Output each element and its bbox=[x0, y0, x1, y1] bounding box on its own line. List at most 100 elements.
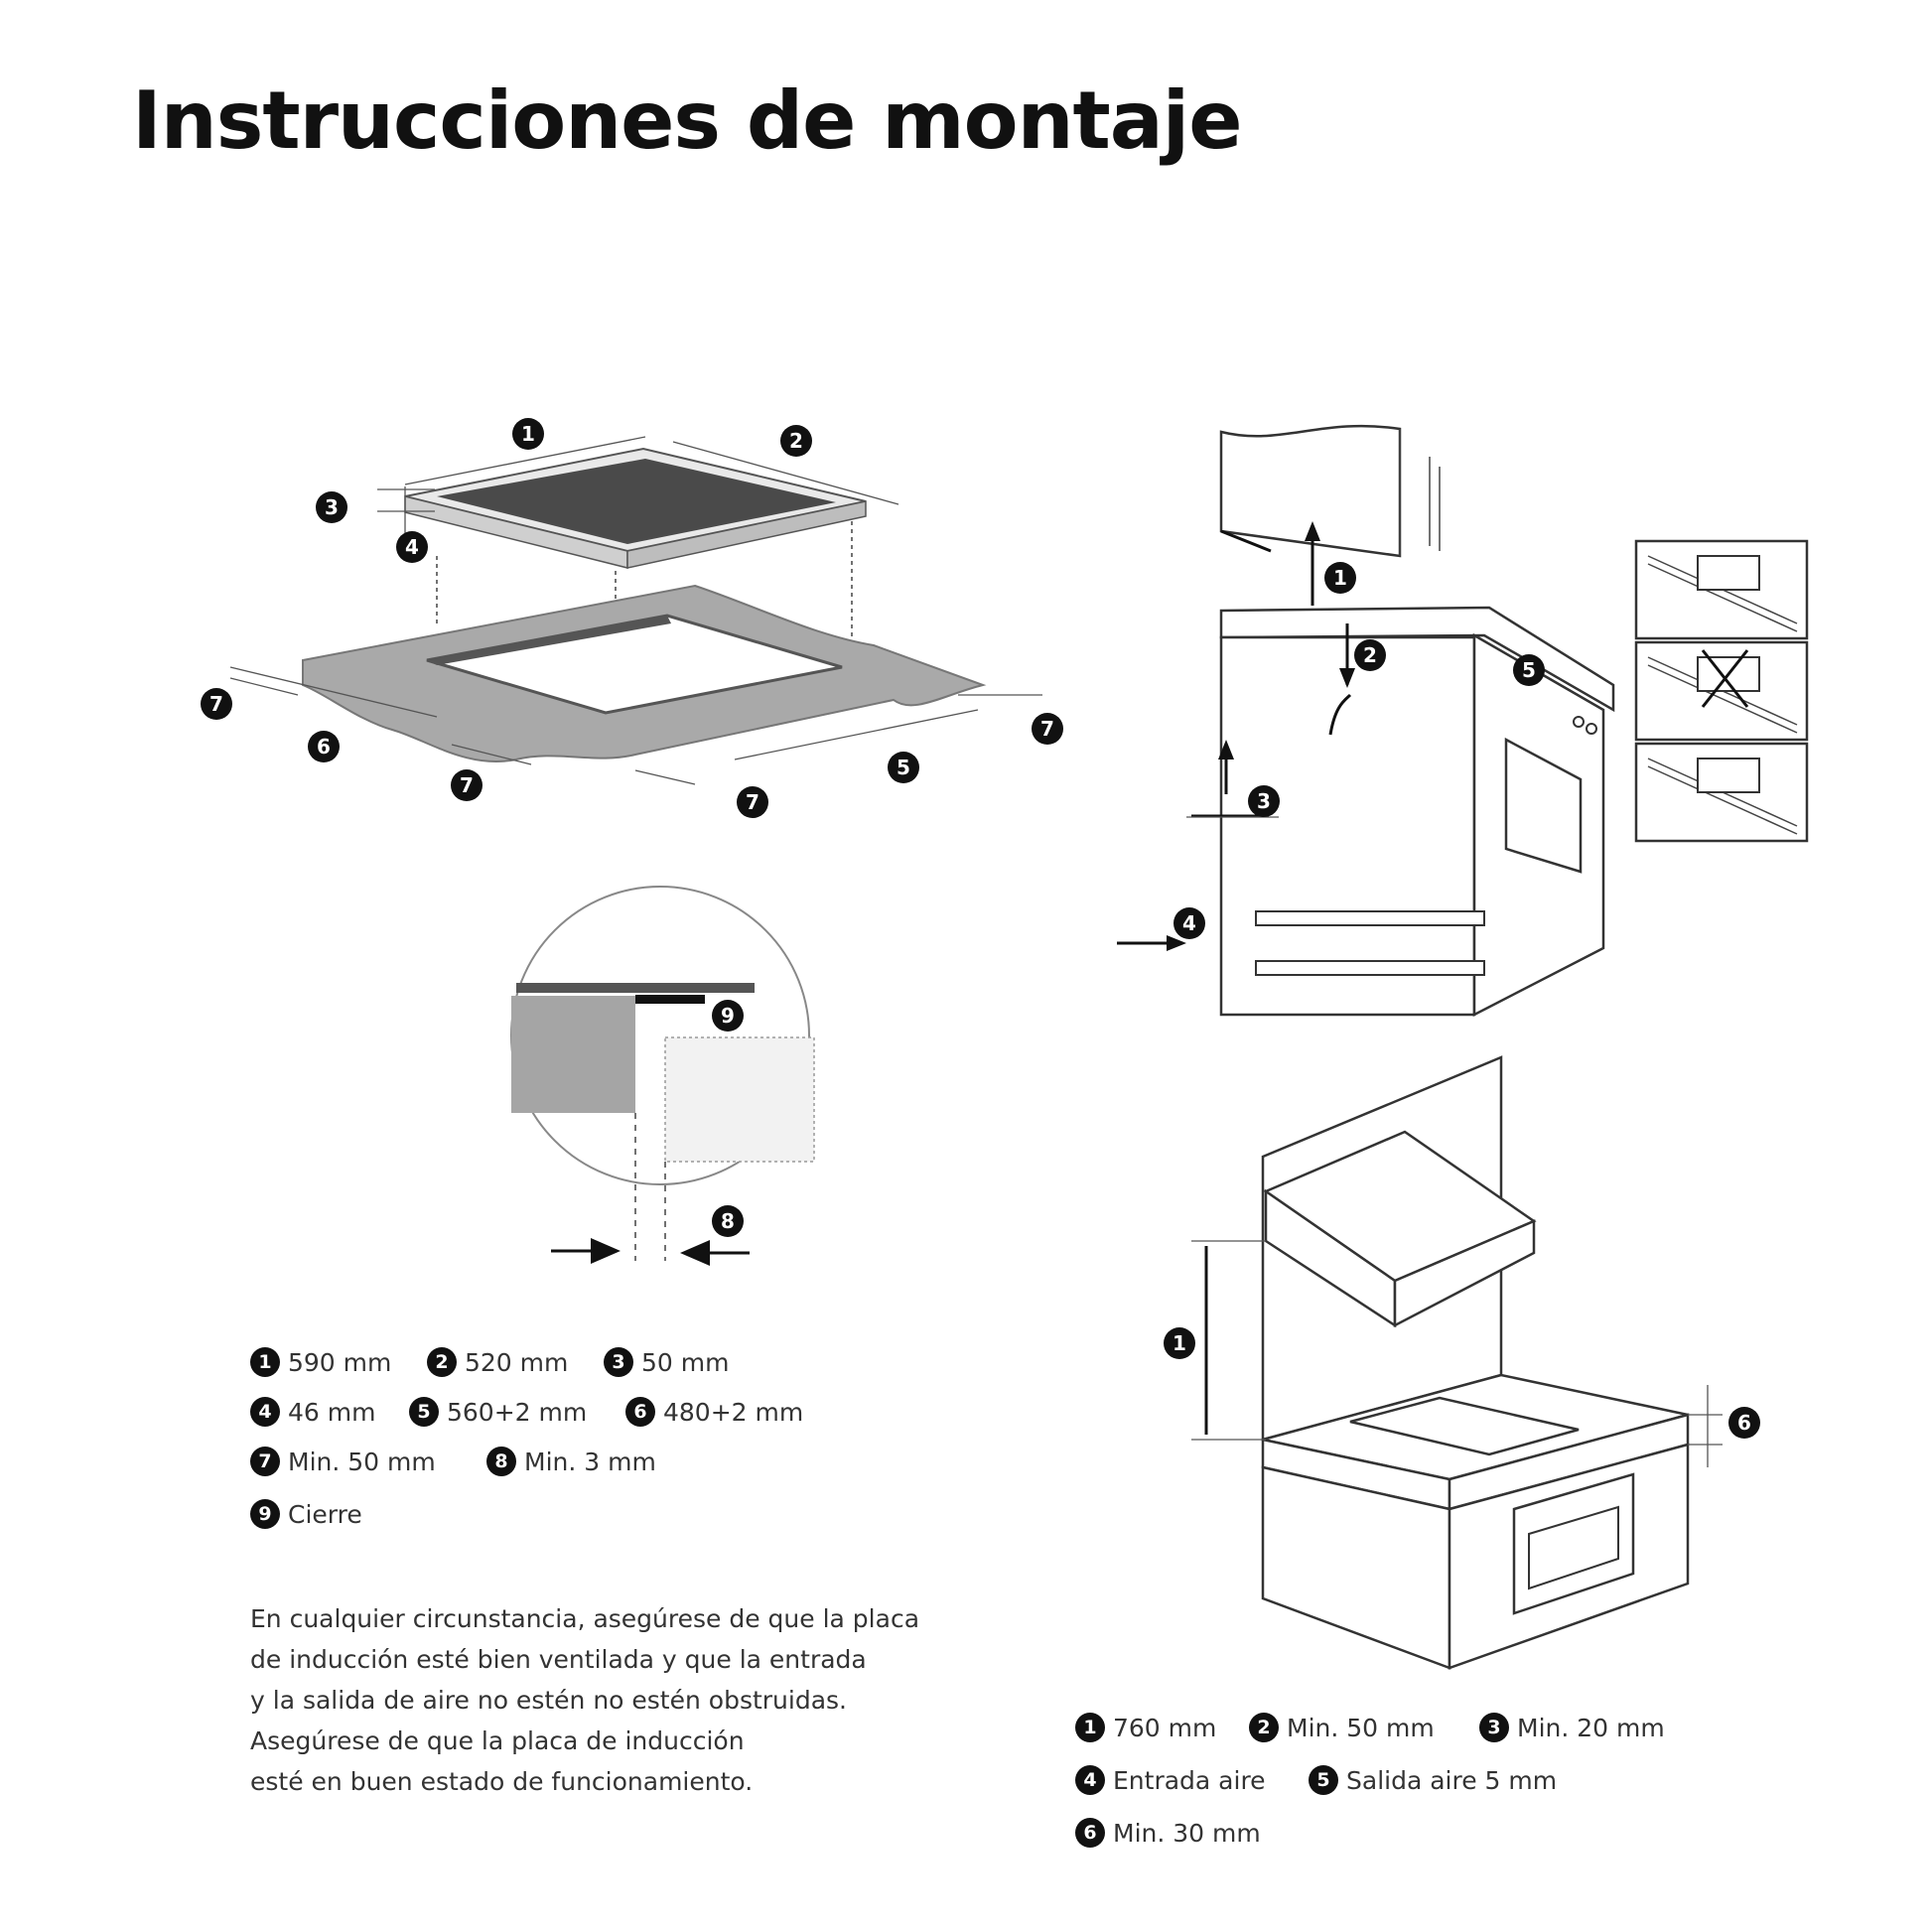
svg-text:7: 7 bbox=[1040, 717, 1054, 741]
marker-1: 1 bbox=[512, 418, 544, 450]
marker-5: 5 bbox=[888, 752, 919, 783]
legend-number: 5 bbox=[1309, 1765, 1338, 1795]
svg-text:7: 7 bbox=[460, 773, 474, 797]
legend-item: 6 Min. 30 mm bbox=[1075, 1818, 1261, 1848]
legend-item: 1 760 mm bbox=[1075, 1713, 1216, 1742]
page-title: Instrucciones de montaje bbox=[132, 74, 1242, 167]
svg-text:1: 1 bbox=[1173, 1331, 1186, 1355]
legend-number: 7 bbox=[250, 1447, 280, 1476]
legend-number: 3 bbox=[604, 1347, 633, 1377]
svg-text:6: 6 bbox=[317, 735, 331, 759]
legend-item: 8 Min. 3 mm bbox=[486, 1447, 656, 1476]
countertop-diagram bbox=[229, 584, 1042, 785]
cabinet-markers: 1 2 5 3 4 bbox=[1173, 562, 1545, 939]
marker-1: 1 bbox=[1164, 1327, 1195, 1359]
installation-detail-boxes bbox=[1634, 539, 1809, 843]
legend-text: 520 mm bbox=[465, 1347, 569, 1377]
svg-text:4: 4 bbox=[405, 535, 419, 559]
note-line: Asegúrese de que la placa de inducción bbox=[250, 1726, 745, 1755]
marker-7d: 7 bbox=[1032, 713, 1063, 745]
seal-detail-diagram bbox=[510, 886, 815, 1266]
legend-item: 5 560+2 mm bbox=[409, 1397, 587, 1427]
legend-item: 2 Min. 50 mm bbox=[1249, 1713, 1435, 1742]
legend-text: Min. 3 mm bbox=[524, 1447, 656, 1476]
legend-text: 590 mm bbox=[288, 1347, 392, 1377]
legend-text: 560+2 mm bbox=[447, 1397, 588, 1427]
marker-9: 9 bbox=[712, 1000, 744, 1032]
legend-item: 5 Salida aire 5 mm bbox=[1309, 1765, 1557, 1795]
legend-number: 3 bbox=[1479, 1713, 1509, 1742]
legend-text: Min. 50 mm bbox=[288, 1447, 436, 1476]
legend-number: 8 bbox=[486, 1447, 516, 1476]
svg-text:9: 9 bbox=[721, 1004, 735, 1028]
note-line: esté en buen estado de funcionamiento. bbox=[250, 1767, 754, 1796]
legend-item: 7 Min. 50 mm bbox=[250, 1447, 436, 1476]
svg-text:3: 3 bbox=[1257, 789, 1271, 813]
legend-number: 2 bbox=[1249, 1713, 1279, 1742]
svg-text:3: 3 bbox=[325, 495, 339, 519]
legend-item: 2 520 mm bbox=[427, 1347, 568, 1377]
legend-text: 480+2 mm bbox=[663, 1397, 804, 1427]
legend-text: Min. 30 mm bbox=[1113, 1818, 1261, 1848]
legend-number: 4 bbox=[250, 1397, 280, 1427]
legend-item: 3 50 mm bbox=[604, 1347, 729, 1377]
legend-item: 6 480+2 mm bbox=[625, 1397, 803, 1427]
legend-item: 3 Min. 20 mm bbox=[1479, 1713, 1665, 1742]
svg-text:7: 7 bbox=[746, 790, 759, 814]
marker-6: 6 bbox=[308, 731, 340, 762]
legend-text: Cierre bbox=[288, 1499, 362, 1529]
cabinet-ventilation-diagram bbox=[1117, 424, 1615, 1018]
marker-7a: 7 bbox=[201, 688, 232, 720]
ventilation-note: En cualquier circunstancia, asegúrese de… bbox=[250, 1598, 1005, 1802]
marker-4: 4 bbox=[1173, 907, 1205, 939]
hood-clearance-diagram bbox=[1191, 1055, 1723, 1670]
marker-4: 4 bbox=[396, 531, 428, 563]
svg-text:2: 2 bbox=[789, 429, 803, 453]
legend-text: Min. 50 mm bbox=[1287, 1713, 1435, 1742]
legend-number: 4 bbox=[1075, 1765, 1105, 1795]
hob-diagram bbox=[377, 436, 899, 710]
marker-3: 3 bbox=[1248, 785, 1280, 817]
svg-text:7: 7 bbox=[209, 692, 223, 716]
legend-item: 1 590 mm bbox=[250, 1347, 391, 1377]
svg-text:5: 5 bbox=[897, 756, 910, 779]
legend-item: 4 46 mm bbox=[250, 1397, 375, 1427]
svg-text:6: 6 bbox=[1737, 1411, 1751, 1435]
legend-text: Salida aire 5 mm bbox=[1346, 1765, 1558, 1795]
legend-text: 46 mm bbox=[288, 1397, 376, 1427]
legend-number: 6 bbox=[1075, 1818, 1105, 1848]
note-line: y la salida de aire no estén no estén ob… bbox=[250, 1686, 848, 1715]
svg-text:2: 2 bbox=[1363, 643, 1377, 667]
note-line: de inducción esté bien ventilada y que l… bbox=[250, 1645, 867, 1674]
legend-text: Entrada aire bbox=[1113, 1765, 1266, 1795]
marker-8: 8 bbox=[712, 1205, 744, 1237]
legend-number: 6 bbox=[625, 1397, 655, 1427]
legend-item: 4 Entrada aire bbox=[1075, 1765, 1266, 1795]
marker-1: 1 bbox=[1324, 562, 1356, 594]
legend-number: 1 bbox=[250, 1347, 280, 1377]
legend-item: 9 Cierre bbox=[250, 1499, 362, 1529]
hob-markers: 1 2 3 4 5 6 7 7 7 7 9 8 bbox=[201, 418, 1063, 1237]
marker-6: 6 bbox=[1728, 1407, 1760, 1439]
marker-2: 2 bbox=[1354, 639, 1386, 671]
hood-markers: 1 6 bbox=[1164, 1327, 1760, 1439]
legend-number: 5 bbox=[409, 1397, 439, 1427]
marker-5: 5 bbox=[1513, 654, 1545, 686]
legend-text: 760 mm bbox=[1113, 1713, 1217, 1742]
legend-number: 1 bbox=[1075, 1713, 1105, 1742]
legend-number: 9 bbox=[250, 1499, 280, 1529]
note-line: En cualquier circunstancia, asegúrese de… bbox=[250, 1604, 920, 1633]
marker-2: 2 bbox=[780, 425, 812, 457]
svg-text:1: 1 bbox=[521, 422, 535, 446]
legend-text: 50 mm bbox=[641, 1347, 730, 1377]
svg-text:5: 5 bbox=[1522, 658, 1536, 682]
svg-text:1: 1 bbox=[1333, 566, 1347, 590]
marker-7b: 7 bbox=[451, 769, 483, 801]
marker-7c: 7 bbox=[737, 786, 768, 818]
svg-text:4: 4 bbox=[1182, 911, 1196, 935]
marker-3: 3 bbox=[316, 491, 347, 523]
legend-text: Min. 20 mm bbox=[1517, 1713, 1665, 1742]
svg-text:8: 8 bbox=[721, 1209, 735, 1233]
legend-number: 2 bbox=[427, 1347, 457, 1377]
